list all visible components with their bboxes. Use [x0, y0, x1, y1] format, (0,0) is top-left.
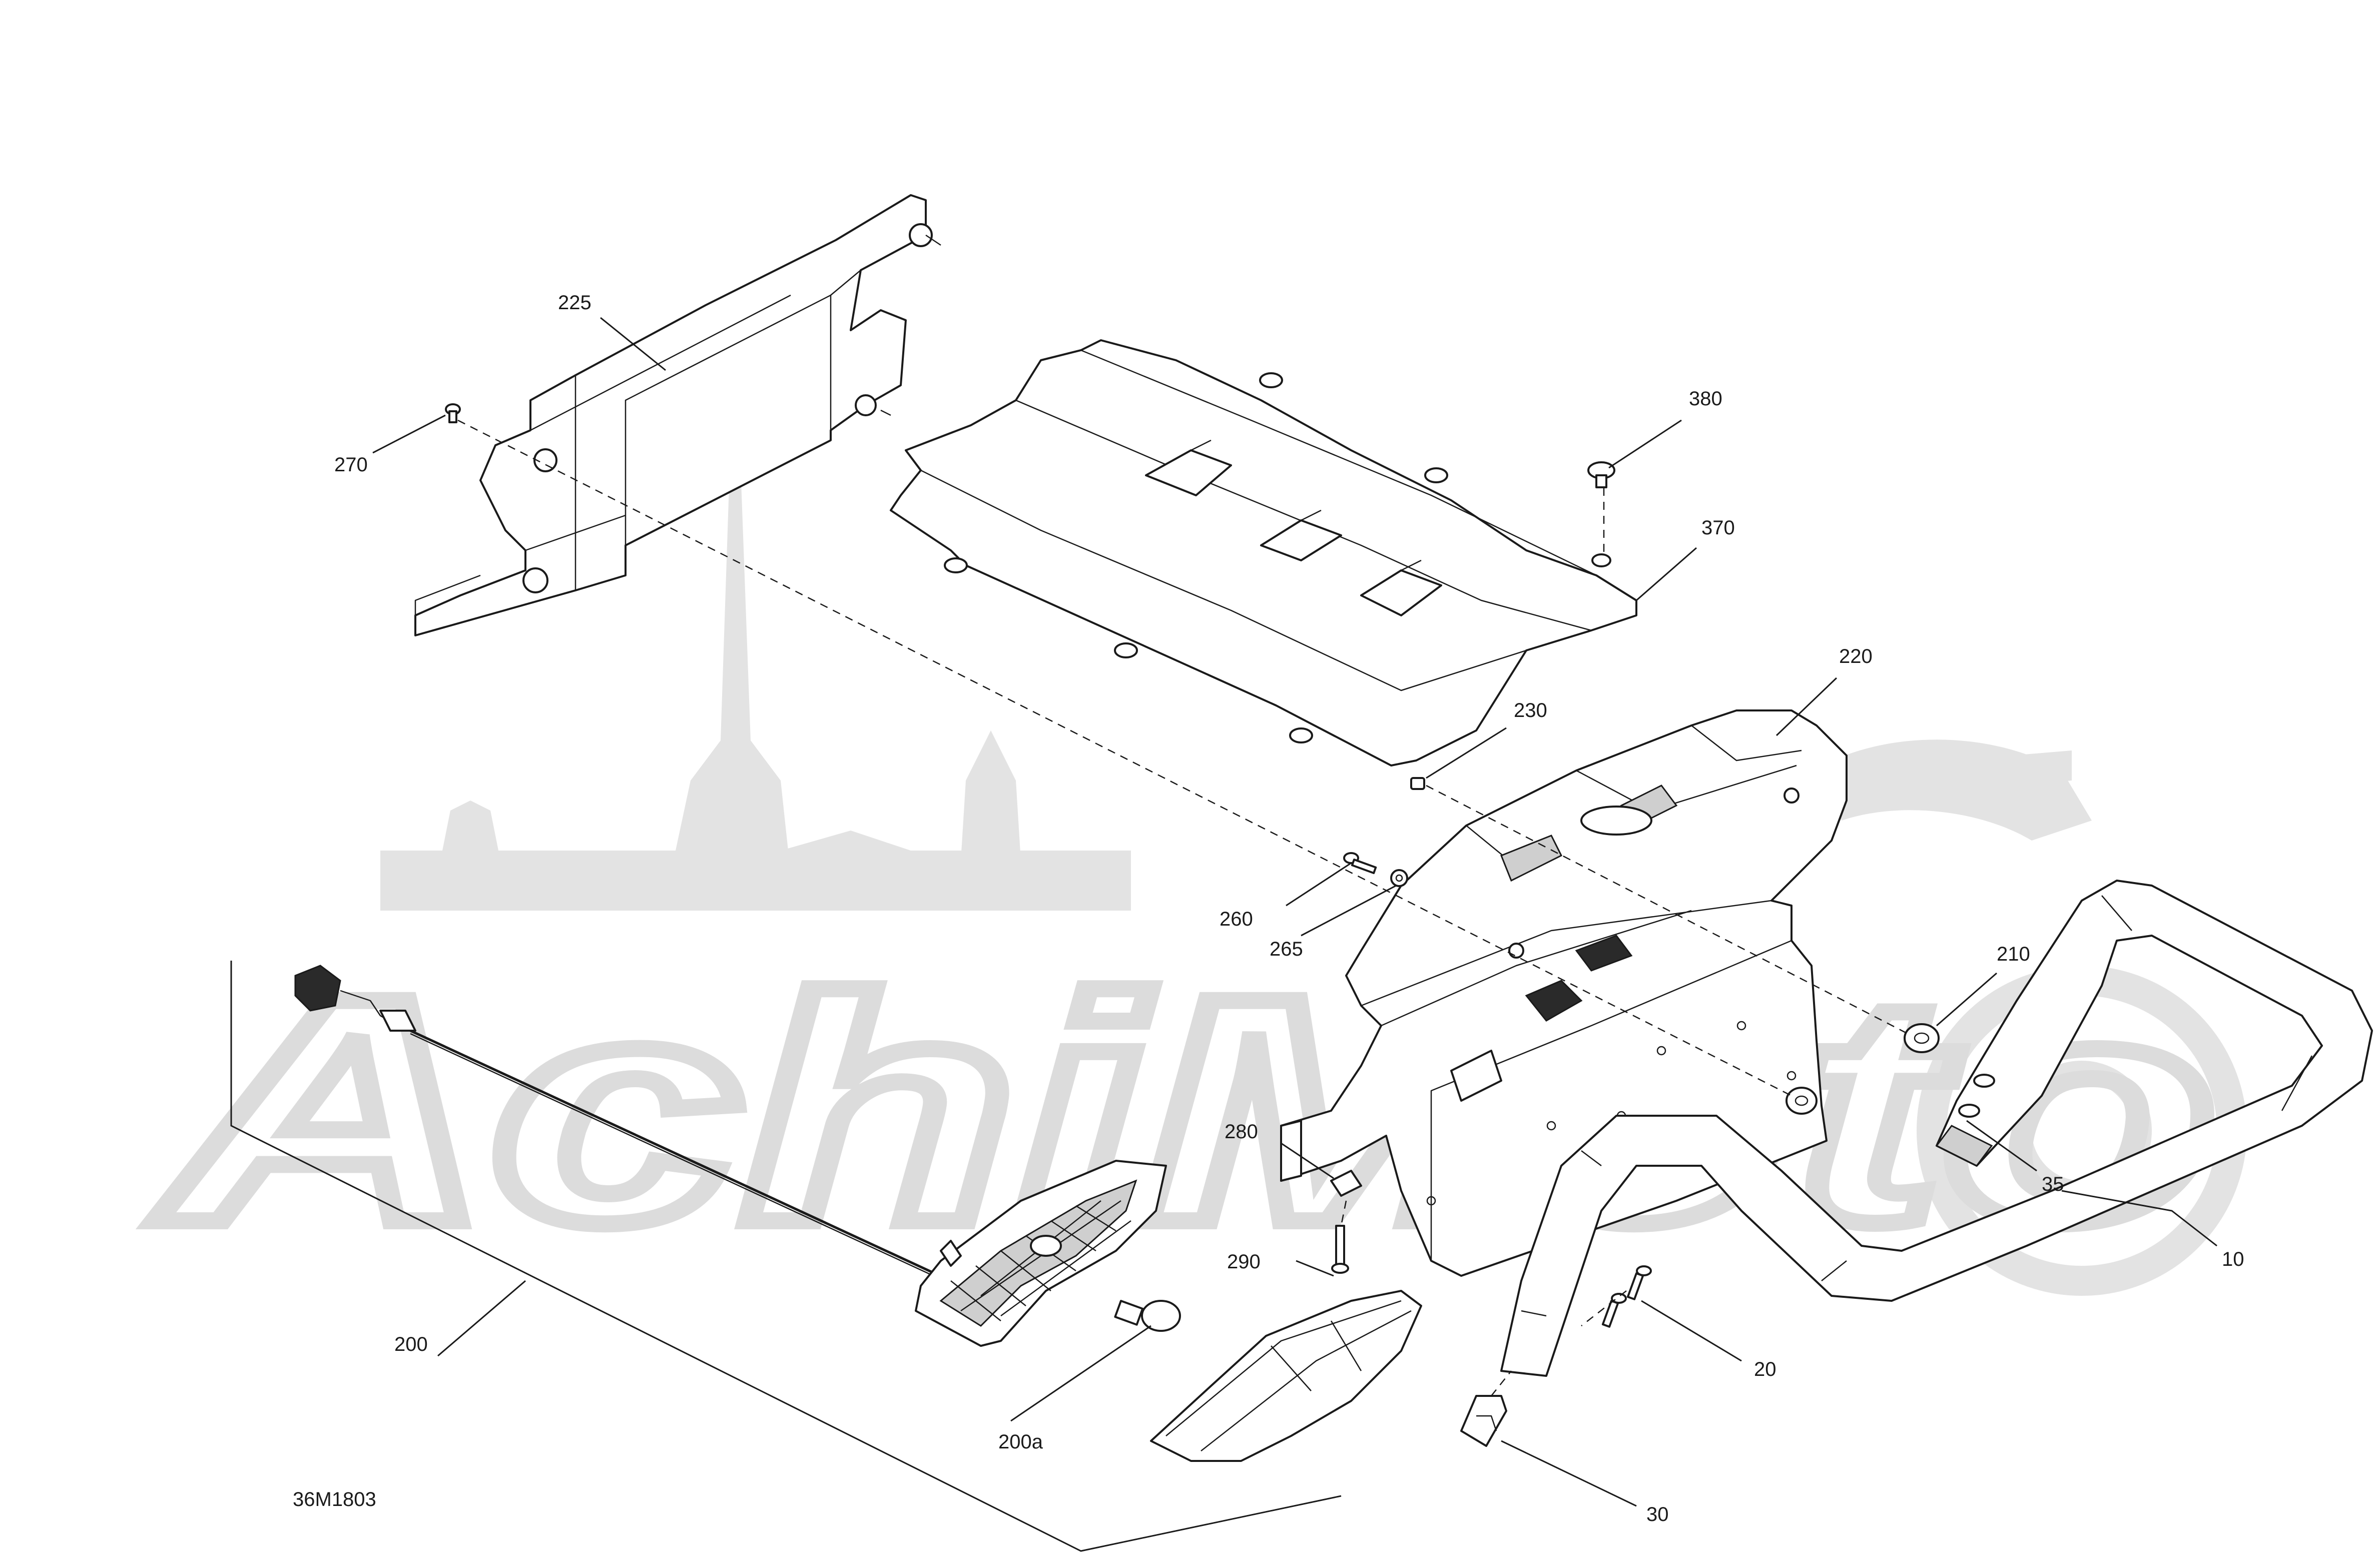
part-370-cover-plate [890, 339, 1637, 766]
bolt-290 [1331, 1225, 1349, 1274]
callout-270: 270 [334, 454, 368, 476]
watermark: AchiMoto [143, 440, 2247, 1297]
callout-260: 260 [1220, 908, 1253, 930]
grommet-210 [1786, 1023, 1940, 1115]
fastener-380 [1587, 461, 1615, 488]
callout-35: 35 [2042, 1173, 2064, 1195]
bulb-200a [1114, 1300, 1181, 1332]
assembly-lines [457, 419, 1912, 1396]
lower-lens-cover [1150, 1290, 1422, 1462]
callout-370: 370 [1701, 517, 1735, 539]
callout-210: 210 [1997, 943, 2030, 965]
callout-290: 290 [1227, 1251, 1261, 1273]
leader-lines [372, 317, 2217, 1507]
watermark-text: AchiMoto [151, 931, 2217, 1289]
callout-200a: 200a [998, 1431, 1043, 1453]
callout-200: 200 [394, 1333, 428, 1355]
diagram-id: 36M1803 [293, 1488, 376, 1510]
callout-10: 10 [2222, 1248, 2244, 1270]
light-lens [915, 1160, 1167, 1347]
callout-30: 30 [1646, 1503, 1669, 1525]
end-cap-30 [1460, 1395, 1507, 1447]
watermark-spire-graphic [380, 440, 1131, 911]
callout-265: 265 [1270, 938, 1303, 960]
part-225-bracket [414, 194, 941, 636]
callout-380: 380 [1689, 388, 1722, 410]
part-200-light-harness [294, 965, 952, 1285]
callout-280: 280 [1225, 1121, 1258, 1143]
screw-20 [1601, 1265, 1652, 1328]
clip-230 [1410, 777, 1425, 790]
callout-labels: 225 270 380 370 220 230 260 265 210 280 … [334, 292, 2244, 1525]
callout-220: 220 [1839, 645, 1873, 667]
assembly-frame [230, 961, 1342, 1552]
washer-265 [1390, 869, 1408, 887]
fastener-270 [445, 403, 461, 423]
callout-230: 230 [1514, 699, 1547, 721]
callout-225: 225 [558, 292, 591, 314]
callout-20: 20 [1754, 1358, 1776, 1380]
screw-260 [1343, 852, 1377, 875]
part-10-handle-tube [1500, 880, 2373, 1377]
nut-280 [1330, 1170, 1362, 1197]
